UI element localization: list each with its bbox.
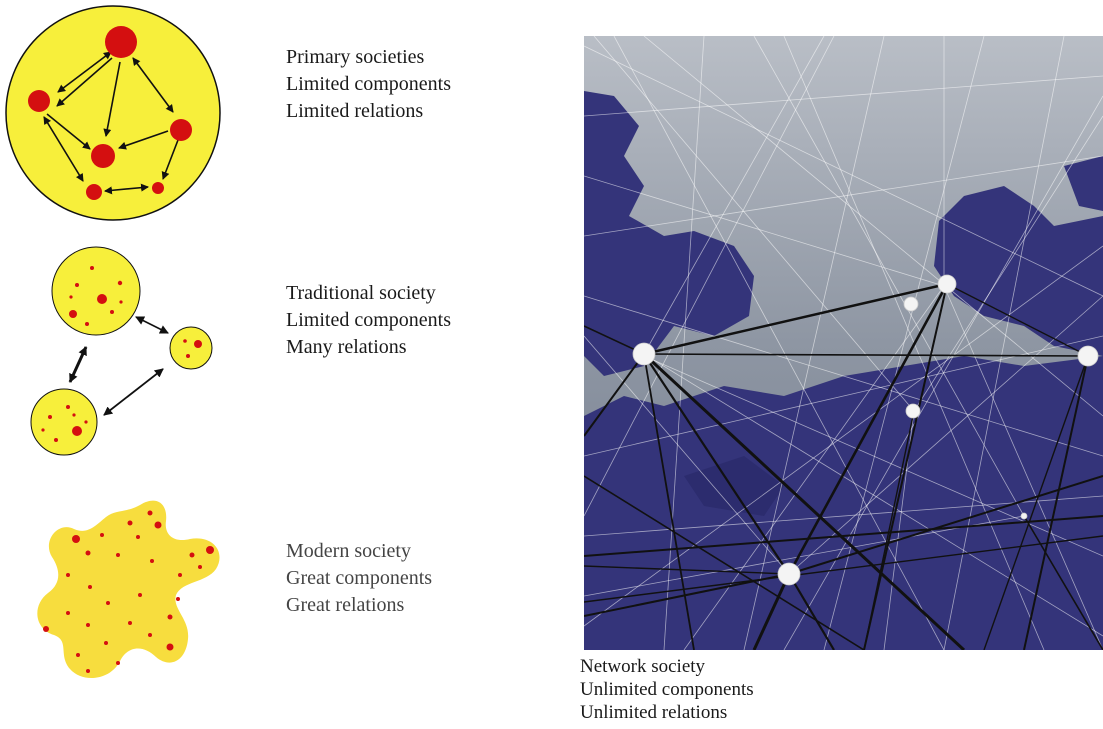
traditional-society-label: Traditional society Limited components M… <box>286 280 451 361</box>
traditional-society-diagram <box>30 246 213 456</box>
traditional-label-line-3: Many relations <box>286 336 407 358</box>
map-hub-nodes <box>632 274 1099 586</box>
network-label-line-1: Network society <box>580 656 706 677</box>
primary-label-line-2: Limited components <box>286 73 451 95</box>
modern-label-line-3: Great relations <box>286 594 405 616</box>
map-faint-routes <box>584 36 1103 650</box>
network-society-label: Network society Unlimited components Unl… <box>580 655 754 724</box>
primary-label-line-3: Limited relations <box>286 100 424 122</box>
primary-society-diagram <box>5 5 221 221</box>
modern-label-line-2: Great components <box>286 567 433 589</box>
primary-label-line-1: Primary societies <box>286 46 425 68</box>
modern-society-label: Modern society Great components Great re… <box>286 538 432 619</box>
modern-label-line-1: Modern society <box>286 540 411 562</box>
traditional-label-line-1: Traditional society <box>286 282 436 304</box>
map-land <box>584 91 1103 650</box>
modern-society-blob <box>37 500 220 679</box>
traditional-label-line-2: Limited components <box>286 309 451 331</box>
map-major-routes <box>584 282 1103 650</box>
network-label-line-3: Unlimited relations <box>580 702 728 723</box>
network-label-line-2: Unlimited components <box>580 679 754 700</box>
primary-society-label: Primary societies Limited components Lim… <box>286 44 451 125</box>
network-society-map <box>584 36 1103 650</box>
modern-society-diagram <box>37 500 220 679</box>
